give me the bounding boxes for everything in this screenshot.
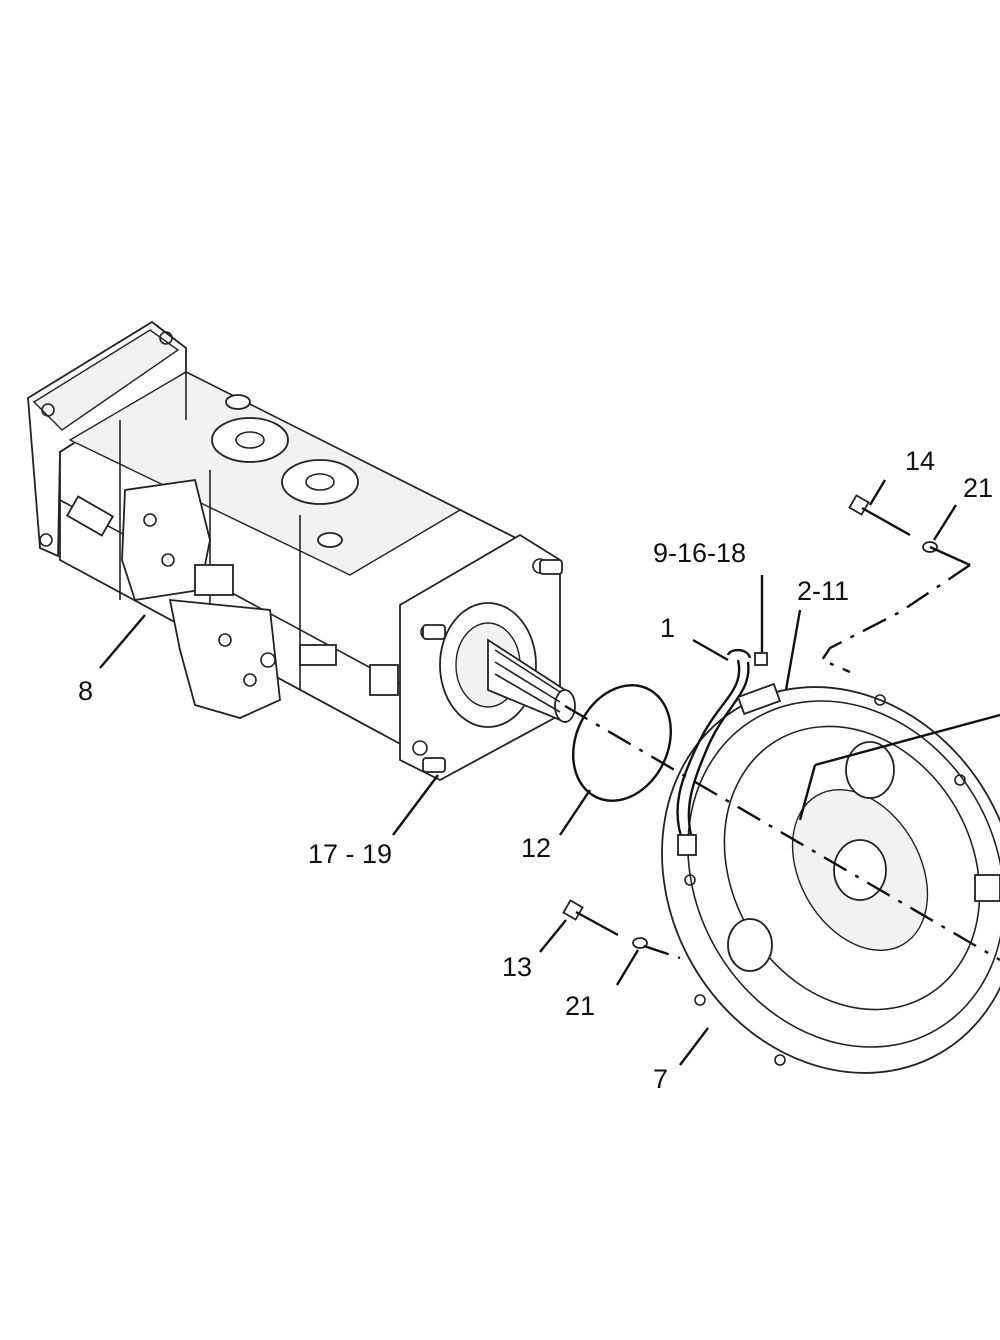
callout-12: 12 [521,833,551,863]
callout-17-19: 17 - 19 [308,839,392,869]
bolt-top [848,494,938,553]
callout-14: 14 [905,446,935,476]
o-ring [572,684,672,802]
callout-2-11: 2-11 [797,576,849,606]
hydraulic-pump-assembly [27,320,576,782]
callout-7: 7 [653,1064,668,1094]
callout-13: 13 [502,952,532,982]
assembly-centerlines [564,545,1000,962]
flywheel-housing [661,686,1000,1074]
callout-21-bottom: 21 [565,991,595,1021]
callout-9-16-18: 9-16-18 [653,538,746,568]
callout-1: 1 [660,613,675,643]
bolt-bottom [562,899,648,949]
leader-lines [99,479,958,1066]
sensor-wire-harness [676,648,782,856]
callout-21-top: 21 [963,473,993,503]
callout-8: 8 [78,676,93,706]
